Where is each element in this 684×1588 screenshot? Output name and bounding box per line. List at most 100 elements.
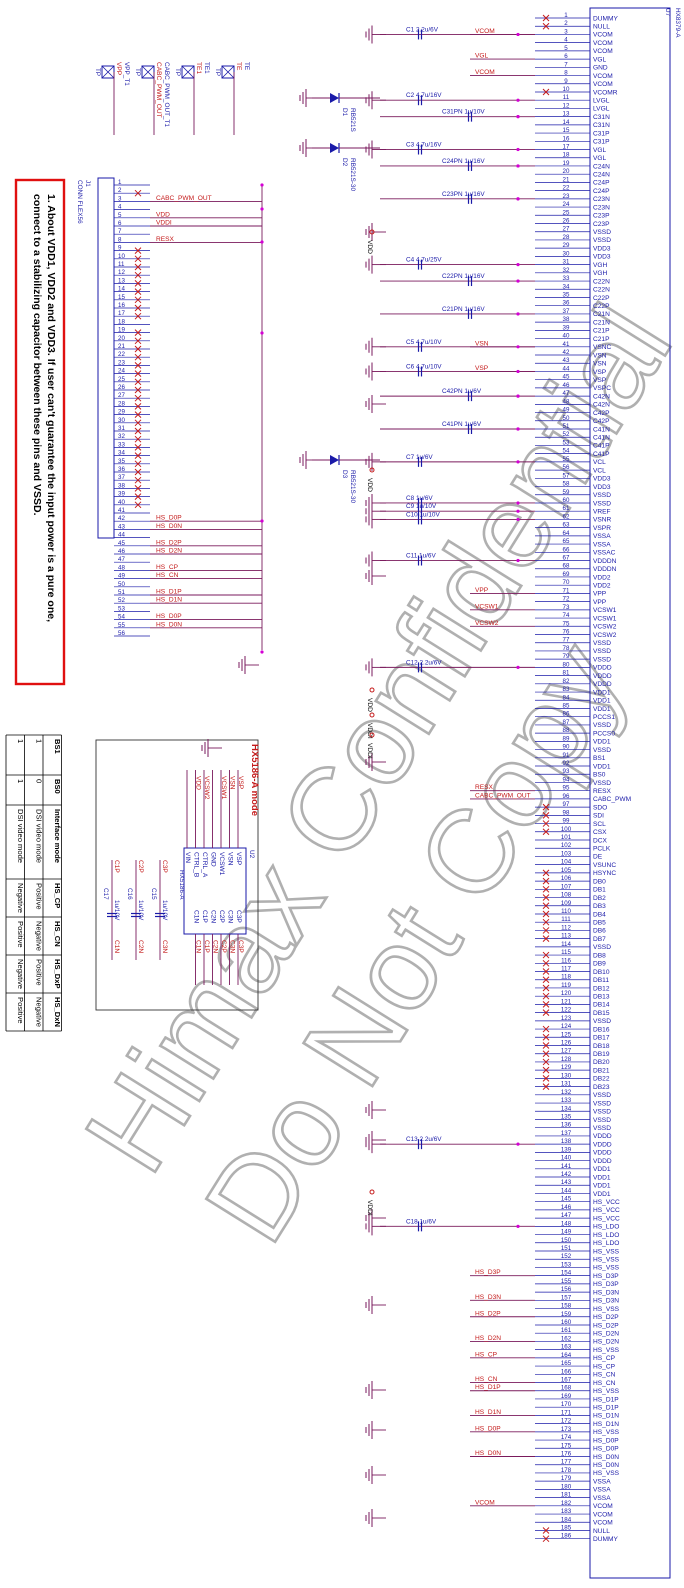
junction-dot: [260, 519, 264, 523]
ground-symbol: [365, 1421, 386, 1439]
u2-pin-name: VSP: [235, 852, 242, 866]
u7-pin-name: VSSA: [593, 541, 611, 548]
u7-pin-number: 13: [563, 111, 570, 118]
junction-dot: [516, 164, 520, 168]
u7-pin-name: HS_D2N: [593, 1339, 619, 1346]
u7-pin-number: 54: [563, 448, 570, 455]
u7-pin-name: VDD3: [593, 476, 611, 483]
no-connect-stroke: [542, 1001, 550, 1008]
u2-net-label: C2N: [212, 940, 219, 953]
u7-pin-name: VCSW1: [593, 615, 617, 622]
u7-pin-name: VSP: [593, 369, 607, 376]
u7-pin-number: 5: [564, 45, 568, 52]
u7-pin-number: 28: [563, 234, 570, 241]
no-connect-stroke: [542, 1042, 550, 1049]
ground-symbol: [299, 139, 320, 157]
no-connect-mark: [134, 304, 142, 312]
j1-pin-number: 9: [118, 245, 122, 252]
u7-pin-number: 80: [563, 661, 570, 668]
u7-pin-number: 141: [561, 1163, 572, 1170]
note-line-2: connect to a stabilizing capacitor betwe…: [31, 194, 43, 516]
u7-pin-name: LVGL: [593, 98, 610, 105]
j1-pin-number: 55: [118, 622, 125, 629]
u7-pin-number: 20: [563, 168, 570, 175]
u7-pin-number: 34: [563, 283, 570, 290]
j1-net-label: VDD: [156, 211, 170, 218]
j1-body: [97, 177, 115, 539]
u7-pin-name: PCLK: [593, 846, 611, 853]
no-connect-stroke: [134, 345, 142, 353]
j1-pin-number: 32: [118, 433, 125, 440]
no-connect-mark: [134, 435, 142, 443]
j1-pin-number: 24: [118, 368, 125, 375]
u7-pin-name: HS_VSS: [593, 1248, 620, 1255]
u7-pin-name: VDDD: [593, 1133, 612, 1140]
u7-pin-number: 3: [564, 28, 568, 35]
u7-pin-name: VDDD: [593, 1141, 612, 1148]
table-cell: Negative: [16, 883, 25, 913]
j1-net-label: HS_CN: [156, 572, 179, 579]
u7-pin-number: 122: [561, 1007, 572, 1014]
u7-pin-number: 19: [563, 160, 570, 167]
u7-net-label: VSN: [475, 340, 489, 347]
no-connect-mark: [542, 1083, 550, 1090]
no-connect-stroke: [542, 1009, 550, 1016]
no-connect-mark: [134, 345, 142, 353]
u7-pin-number: 14: [563, 119, 570, 126]
test-point-sub: TP: [174, 68, 181, 76]
u7-pin-name: VDDDN: [593, 566, 617, 573]
j1-pin-number: 21: [118, 343, 125, 350]
u7-pin-name: VDD2: [593, 574, 611, 581]
u7-pin-number: 84: [563, 694, 570, 701]
no-connect-stroke: [134, 337, 142, 345]
u7-net-label: VCSW2: [475, 620, 499, 627]
u7-pin-number: 58: [563, 481, 570, 488]
u7-pin-number: 49: [563, 407, 570, 414]
junction-dot: [516, 1142, 520, 1146]
capacitor-label: C6 4.7u/10V: [406, 363, 442, 370]
no-connect-stroke: [542, 803, 550, 811]
u2-net-label: C3P: [237, 940, 244, 953]
j1-refdes: J1: [84, 180, 91, 187]
junction-dot: [516, 1224, 520, 1228]
u7-pin-name: VSSD: [593, 1117, 611, 1124]
j1-pin-number: 33: [118, 441, 125, 448]
u7-pin-number: 131: [561, 1081, 572, 1088]
no-connect-stroke: [542, 918, 550, 926]
u2-cap-value: 1u/10V: [137, 900, 144, 921]
u7-pin-name: VSSD: [593, 722, 611, 729]
u7-pin-name: C41N: [593, 426, 610, 433]
u7-pin-number: 35: [563, 291, 570, 298]
u7-pin-name: VSSA: [593, 1478, 611, 1485]
u7-part: HX8379-A: [674, 8, 681, 38]
u7-pin-name: VDD1: [593, 739, 611, 746]
j1-pin-number: 37: [118, 474, 125, 481]
u7-pin-name: VGL: [593, 147, 607, 154]
u7-pin-name: HS_D2P: [593, 1322, 619, 1329]
no-connect-stroke: [542, 992, 550, 1000]
u7-pin-number: 110: [561, 908, 571, 915]
no-connect-stroke: [134, 452, 142, 459]
u7-net-label: VCOM: [475, 69, 495, 76]
u7-pin-name: HSYNC: [593, 870, 616, 877]
j1-pin-number: 48: [118, 564, 125, 571]
u7-pin-name: DE: [593, 854, 603, 861]
no-connect-mark: [542, 927, 550, 934]
u7-pin-number: 94: [563, 776, 570, 783]
no-connect-stroke: [134, 411, 142, 418]
junction-dot: [260, 183, 264, 187]
u7-pin-name: VDD1: [593, 1174, 611, 1181]
u7-pin-number: 61: [563, 505, 570, 512]
u7-pin-name: GND: [593, 65, 608, 72]
u7-pin-number: 64: [563, 530, 570, 537]
u7-net-label: HS_D3P: [475, 1269, 501, 1276]
table-cell: 1: [35, 739, 44, 743]
u7-pin-name: HS_D2N: [593, 1331, 619, 1338]
j1-part: CONN FLEX56: [76, 180, 83, 224]
j1-pin-number: 11: [118, 261, 125, 268]
u7-pin-number: 67: [563, 555, 570, 562]
u7-pin-number: 72: [563, 596, 570, 603]
no-connect-stroke: [542, 14, 550, 22]
no-connect-mark: [134, 460, 142, 468]
junction-dot: [260, 331, 264, 335]
